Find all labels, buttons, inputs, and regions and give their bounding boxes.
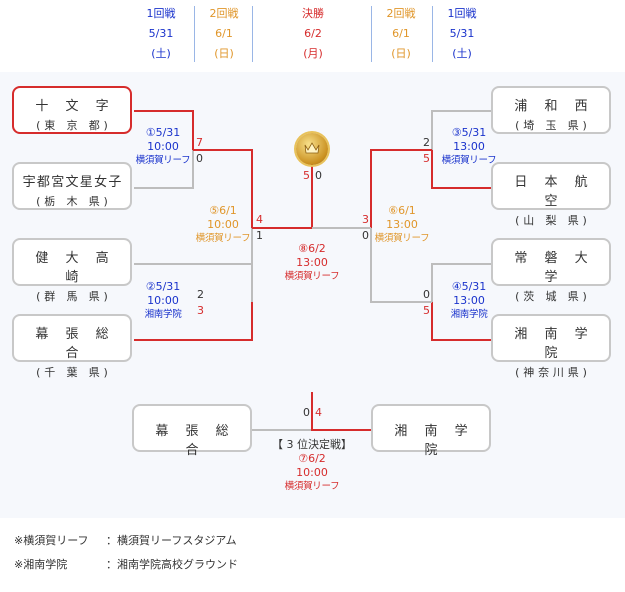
line-m1-winner	[193, 149, 253, 228]
team-kendai-takasaki[interactable]: 健 大 高 崎 (群 馬 県)	[12, 238, 132, 303]
header-round1-left: 1回戦 5/31 (土)	[146, 7, 176, 60]
header-round2-left: 2回戦 6/1 (日)	[209, 7, 239, 60]
line-m3-winner	[370, 149, 432, 228]
team-shonan-gakuin[interactable]: 湘 南 学 院 (神奈川県)	[491, 314, 611, 379]
team-makuhari-sogo[interactable]: 幕 張 総 合 (千 葉 県)	[12, 314, 132, 379]
line-t2	[134, 150, 194, 189]
note-venue-2: ※湘南学院：湘南学院高校グラウンド	[14, 558, 238, 571]
line-t1	[134, 110, 194, 150]
team-utsunomiya-bunsei[interactable]: 宇都宮文星女子 (栃 木 県)	[12, 162, 132, 210]
line-t7	[431, 263, 491, 302]
header-divider	[432, 6, 433, 62]
team-nihon-koku[interactable]: 日 本 航 空 (山 梨 県)	[491, 162, 611, 227]
match-5-info: ⑤6/1 10:00 横須賀リーフ	[195, 204, 251, 244]
score-m6-top: 3	[362, 213, 369, 226]
third-team-shonan-gakuin[interactable]: 湘 南 学 院	[371, 404, 491, 458]
header-round2-right: 2回戦 6/1 (日)	[386, 7, 416, 60]
line-t5	[431, 110, 491, 150]
note-venue-1: ※横須賀リーフ：横須賀リーフスタジアム	[14, 534, 237, 547]
crown-icon	[304, 142, 320, 154]
match-4-info: ④5/31 13:00 湘南学院	[450, 280, 488, 320]
score-m4-bot: 5	[423, 304, 430, 317]
score-m5-bot: 1	[256, 229, 263, 242]
score-m4-top: 0	[423, 288, 430, 301]
third-team-makuhari-sogo[interactable]: 幕 張 総 合	[132, 404, 252, 458]
match-6-info: ⑥6/1 13:00 横須賀リーフ	[374, 204, 430, 244]
score-m6-bot: 0	[362, 229, 369, 242]
match-2-info: ②5/31 10:00 湘南学院	[144, 280, 182, 320]
score-m3-bot: 5	[423, 152, 430, 165]
line-t8	[431, 302, 491, 341]
line-t6	[431, 150, 491, 189]
match-1-info: ①5/31 10:00 横須賀リーフ	[135, 126, 191, 166]
trophy-icon	[296, 133, 328, 165]
score-m3-top: 2	[423, 136, 430, 149]
score-m1-bot: 0	[196, 152, 203, 165]
score-m1-top: 7	[196, 136, 203, 149]
header-divider	[194, 6, 195, 62]
header-divider	[252, 6, 253, 62]
line-t4	[134, 302, 253, 341]
score-third-right: 4	[315, 406, 322, 419]
team-tokiwa-daigaku[interactable]: 常 磐 大 学 (茨 城 県)	[491, 238, 611, 303]
line-m4-winner	[370, 228, 432, 303]
match-8-final-info: ⑧6/2 13:00 横須賀リーフ	[284, 242, 340, 282]
header-final: 決勝 6/2 (月)	[302, 7, 324, 60]
score-third-left: 0	[303, 406, 310, 419]
score-m2-top: 2	[197, 288, 204, 301]
team-jumonji[interactable]: 十 文 字 (東 京 都)	[12, 86, 132, 134]
score-m5-top: 4	[256, 213, 263, 226]
team-urawa-nishi[interactable]: 浦 和 西 (埼 玉 県)	[491, 86, 611, 134]
match-7-third-place-info: 【 3 位決定戦】 ⑦6/2 10:00 横須賀リーフ	[272, 438, 352, 492]
header-round1-right: 1回戦 5/31 (土)	[447, 7, 477, 60]
score-final-left: 5	[303, 169, 310, 182]
line-third-right	[311, 392, 371, 431]
match-3-info: ③5/31 13:00 横須賀リーフ	[441, 126, 497, 166]
score-m2-bot: 3	[197, 304, 204, 317]
header-divider	[371, 6, 372, 62]
score-final-right: 0	[315, 169, 322, 182]
